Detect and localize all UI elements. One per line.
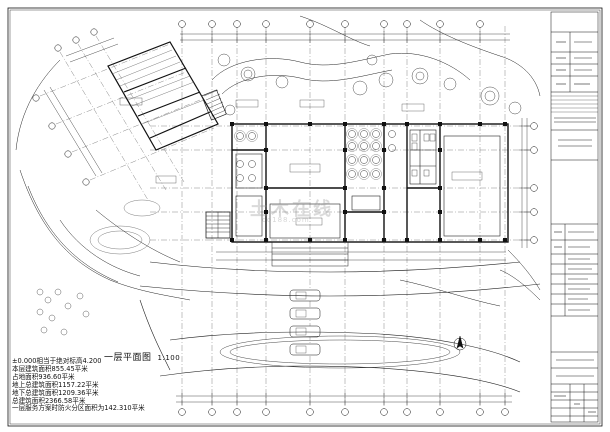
dimension-chain-bottom [176,393,512,405]
axis-bubbles-top [178,20,484,28]
title-block [550,11,599,423]
toilet-fixtures [411,133,436,177]
main-building-walls [231,123,509,243]
note-line: ±0.000相当于绝对标高4.200 [12,357,102,365]
plan-title: 一层平面图 1:100 [104,350,180,363]
room-label-marks [119,97,483,226]
dimension-chain-top [180,31,510,43]
top-garden [211,15,541,97]
site-right-curves [399,249,541,307]
note-line: 总建筑面积2366.58平米 [12,396,86,405]
shrub-symbols [36,288,90,336]
dimension-chain-right [519,118,530,248]
sheet-border [7,7,603,427]
axis-bubbles-bottom [178,408,509,416]
plan-title-text: 一层平面图 [104,353,152,363]
area-notes: ±0.000相当于绝对标高4.200 本层建筑面积855.45平米 占地面积93… [12,357,145,413]
dining-tables [236,130,396,182]
note-line: 地上总建筑面积1157.22平米 [12,380,99,389]
angled-wing-stair [201,89,227,121]
parked-cars [289,289,321,356]
title-block-text-strokes [554,41,596,413]
tree-circles [217,53,522,116]
watermark-text: 土木在线 [250,199,334,220]
note-line: 本层建筑面积855.45平米 [12,364,88,373]
stair-core-left [205,211,231,239]
axis-bubbles-right [530,122,538,244]
angled-wing-grid [39,35,215,201]
angled-wing-hatching [111,49,205,125]
note-line: 一层服务方案时防火分区面积为142.310平米 [12,404,145,413]
sheet-inner-border [9,9,601,425]
note-line: 占地面积936.60平米 [12,372,75,381]
site-paving-rings [89,199,161,255]
structural-columns [230,122,507,242]
entrance-steps [216,241,506,267]
angled-wing-dimensions [43,37,119,177]
angled-wing-bubbles [32,28,98,186]
watermark-subtext: co188.com [262,216,310,224]
table-chairs [234,128,382,180]
oval-lawn [219,335,461,369]
angled-wing-walls [107,41,219,151]
note-line: 地下总建筑面积1209.36平米 [12,388,99,397]
main-building-inner-walls [235,129,501,239]
site-landscape-curves [15,59,191,301]
plan-scale: 1:100 [157,354,181,362]
north-arrow [453,335,467,351]
